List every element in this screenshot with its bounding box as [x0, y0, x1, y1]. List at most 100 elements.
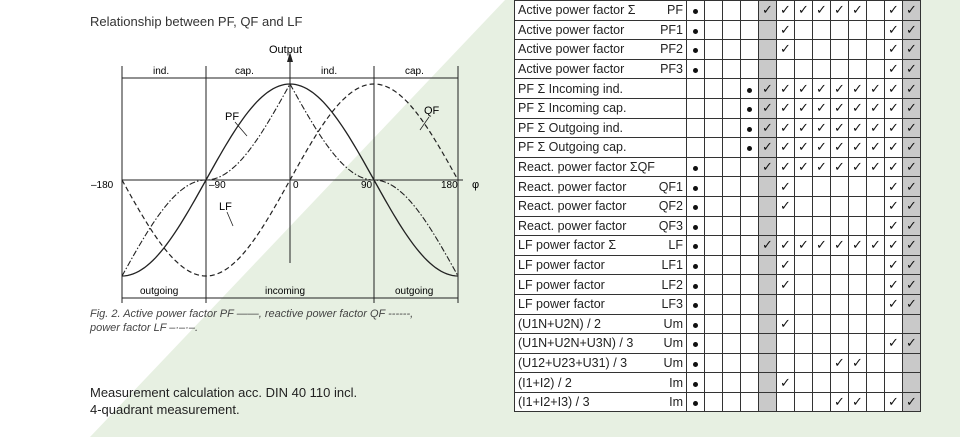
- output-label: Output: [269, 44, 302, 56]
- matrix-cell: ✓: [902, 333, 921, 354]
- matrix-cell: [722, 39, 741, 60]
- matrix-cell: ✓: [884, 39, 903, 60]
- matrix-cell: [722, 117, 741, 139]
- matrix-cell: [866, 293, 885, 315]
- matrix-cell: [884, 352, 903, 374]
- zone-top-3: cap.: [405, 66, 424, 77]
- matrix-cell: [686, 195, 705, 217]
- check-icon: ✓: [852, 139, 863, 155]
- matrix-cell: [722, 274, 741, 295]
- matrix-cell: ✓: [848, 352, 867, 374]
- matrix-cell: [740, 117, 759, 139]
- matrix-cell: [830, 313, 849, 335]
- check-icon: ✓: [870, 119, 881, 135]
- check-icon: ✓: [888, 21, 899, 37]
- matrix-cell: [776, 293, 795, 315]
- check-icon: ✓: [834, 354, 845, 370]
- check-icon: ✓: [906, 159, 917, 175]
- row-symbol: QF2: [658, 199, 683, 214]
- check-icon: ✓: [798, 237, 809, 253]
- matrix-cell: [794, 352, 813, 374]
- matrix-cell: [740, 39, 759, 60]
- caption-line-1: Fig. 2. Active power factor PF ——, react…: [90, 308, 414, 320]
- check-icon: ✓: [852, 394, 863, 410]
- matrix-cell: [686, 19, 705, 41]
- dot-icon: [693, 381, 698, 387]
- matrix-cell: [704, 19, 723, 41]
- check-icon: ✓: [834, 394, 845, 410]
- check-icon: ✓: [834, 237, 845, 253]
- matrix-cell: ✓: [794, 235, 813, 256]
- matrix-cell: [722, 97, 741, 119]
- matrix-cell: [794, 293, 813, 315]
- matrix-cell: [794, 176, 813, 197]
- matrix-cell: ✓: [758, 97, 777, 119]
- matrix-cell: [722, 195, 741, 217]
- check-icon: ✓: [762, 159, 773, 175]
- matrix-cell: [758, 391, 777, 413]
- matrix-cell: [866, 39, 885, 60]
- matrix-cell: ✓: [830, 117, 849, 139]
- matrix-cell: ✓: [812, 235, 831, 256]
- matrix-cell: [848, 215, 867, 237]
- matrix-cell: [704, 176, 723, 197]
- check-icon: ✓: [762, 119, 773, 135]
- dot-icon: [693, 322, 698, 328]
- row-label-cell: React. power factor ΣQF: [514, 156, 687, 178]
- matrix-cell: [830, 372, 849, 393]
- matrix-cell: [758, 313, 777, 335]
- matrix-cell: [704, 313, 723, 335]
- check-icon: ✓: [906, 217, 917, 233]
- row-symbol: LF: [668, 238, 683, 253]
- check-icon: ✓: [834, 119, 845, 135]
- matrix-cell: [722, 215, 741, 237]
- row-label-cell: PF Σ Incoming cap.: [514, 97, 687, 119]
- matrix-cell: [704, 78, 723, 99]
- matrix-cell: [776, 58, 795, 80]
- check-icon: ✓: [906, 276, 917, 292]
- axis-label-0: 0: [293, 180, 299, 191]
- table-row: React. power factor ΣQF✓✓✓✓✓✓✓✓✓: [514, 156, 921, 178]
- matrix-cell: [830, 195, 849, 217]
- check-icon: ✓: [798, 2, 809, 18]
- row-symbol: Um: [663, 336, 683, 351]
- check-icon: ✓: [906, 394, 917, 410]
- axis-label-180: 180: [441, 180, 458, 191]
- matrix-cell: [722, 78, 741, 99]
- table-row: PF Σ Incoming cap.✓✓✓✓✓✓✓✓✓: [514, 97, 921, 119]
- matrix-cell: ✓: [776, 254, 795, 276]
- matrix-cell: [686, 254, 705, 276]
- check-icon: ✓: [834, 80, 845, 96]
- check-icon: ✓: [888, 276, 899, 292]
- matrix-cell: ✓: [902, 254, 921, 276]
- matrix-cell: ✓: [884, 156, 903, 178]
- matrix-cell: ✓: [866, 235, 885, 256]
- check-icon: ✓: [870, 80, 881, 96]
- matrix-cell: [758, 215, 777, 237]
- matrix-cell: [722, 293, 741, 315]
- matrix-cell: [722, 176, 741, 197]
- matrix-cell: [812, 372, 831, 393]
- dot-icon: [747, 126, 752, 132]
- check-icon: ✓: [906, 61, 917, 77]
- check-icon: ✓: [888, 198, 899, 214]
- matrix-cell: [740, 391, 759, 413]
- matrix-cell: ✓: [830, 391, 849, 413]
- figure-title: Relationship between PF, QF and LF: [90, 14, 303, 29]
- matrix-cell: ✓: [902, 176, 921, 197]
- matrix-cell: ✓: [902, 97, 921, 119]
- row-label: React. power factor ΣQF: [518, 160, 655, 175]
- matrix-cell: ✓: [830, 235, 849, 256]
- matrix-cell: ✓: [776, 39, 795, 60]
- dot-icon: [693, 401, 698, 407]
- matrix-cell: [722, 313, 741, 335]
